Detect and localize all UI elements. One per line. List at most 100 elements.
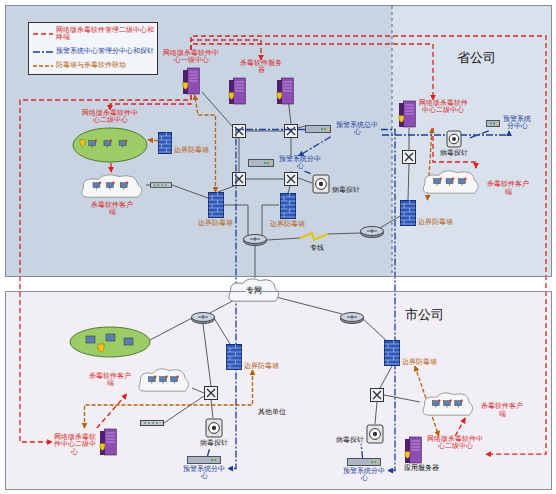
node-body: 杀毒软件服务器 (228, 60, 294, 105)
device-label: 杀毒软件服务器 (237, 60, 285, 75)
pc-stand (461, 184, 462, 186)
brick-line (280, 209, 295, 210)
agent-dot (449, 399, 451, 401)
device-node: 网络版杀毒软件中心二级中心 (52, 428, 117, 456)
connector (208, 448, 210, 457)
region-label: 省公司 (455, 50, 498, 66)
device-label: 网络版杀毒软件中心二级中心 (424, 436, 486, 451)
brick-line (217, 208, 218, 212)
pc-stand (151, 382, 152, 384)
cloud-shape (229, 279, 279, 301)
device-node: 边界防毒墙 (400, 200, 453, 226)
server-icon (404, 436, 422, 464)
network-cloud: 专网 (226, 276, 282, 304)
device-led (371, 461, 373, 463)
brick-line (227, 360, 242, 361)
device-node: 网络版杀毒软件中心一级中心 (162, 50, 220, 95)
device-led (377, 461, 379, 463)
brick-line (235, 360, 236, 364)
device-node: 预警系统总中心 (305, 122, 381, 137)
device-node: 边界防毒墙 (270, 193, 305, 228)
brick-line (283, 213, 284, 217)
legend-sample (33, 48, 53, 56)
device-label: 网络版杀毒软件中心一级中心 (162, 50, 220, 65)
wire (298, 126, 305, 128)
device-node: 杀毒软件客户端 (86, 366, 192, 394)
pc-stand (107, 146, 108, 148)
pc-screen (104, 141, 111, 146)
server-slot (106, 436, 115, 437)
wire (218, 186, 234, 192)
brick-line (388, 360, 389, 364)
switch-icon (233, 125, 246, 138)
agent-dot (154, 375, 156, 377)
device-node: 杀毒软件客户端 (420, 390, 526, 418)
brick-line (393, 356, 394, 360)
brick-line (211, 196, 212, 200)
server-slot (106, 442, 115, 443)
node-body: 杀毒软件客户端 (78, 172, 146, 217)
device-led (490, 123, 492, 125)
agent-dot (99, 181, 101, 183)
device-label: 病毒探针 (332, 187, 360, 194)
server-slot (283, 84, 292, 85)
connector (304, 171, 312, 174)
device-node: 预警系统分中心 (180, 456, 228, 481)
server-front (409, 437, 421, 463)
brick-line (409, 216, 410, 220)
brick-line (385, 364, 400, 365)
device-label: 预警系统总中心 (333, 122, 381, 137)
pc-stand (447, 406, 448, 408)
device-led (264, 163, 266, 165)
brick-line (404, 204, 405, 208)
brick-line (208, 204, 223, 205)
pc-screen (160, 377, 167, 382)
brick-line (385, 352, 400, 353)
wire (239, 138, 240, 172)
server-slot (189, 74, 198, 75)
agent-dot (452, 177, 454, 179)
note-label: 专线 (310, 244, 324, 252)
connector (195, 95, 216, 192)
device-led (321, 129, 323, 131)
connector (191, 44, 433, 100)
server-front (281, 78, 293, 104)
server-slot (411, 450, 420, 451)
device-node: 边界防毒墙 (158, 132, 209, 154)
legend-item: 预警系统中心管理分中心和探针 (33, 48, 153, 56)
cloud-icon (136, 366, 192, 394)
brick-line (404, 212, 405, 216)
probe-icon (446, 130, 462, 148)
server-slot (189, 80, 198, 81)
device-node: 预警系统分中心 (340, 458, 388, 483)
wire (409, 128, 410, 150)
brick-line (159, 140, 172, 141)
firewall-body (227, 345, 242, 370)
agent-dot (95, 139, 97, 141)
device-node: 网络版杀毒软件中心二级中心 (72, 110, 148, 163)
firewall-body (401, 201, 416, 226)
shield (399, 115, 404, 122)
device-led (214, 459, 216, 461)
brick-line (409, 208, 410, 212)
server-front (233, 78, 245, 104)
device-label: 病毒探针 (336, 437, 364, 444)
agent-dot (464, 177, 466, 179)
probe-icon (312, 174, 330, 194)
lightning-bolt (300, 233, 328, 240)
legend-box: 网络版杀毒软件管理二级中心和终端预警系统中心管理分中心和探针防毒墙与杀毒软件联动 (28, 22, 158, 75)
wire (384, 395, 420, 402)
probe-icon (366, 424, 384, 444)
device-body (348, 459, 381, 466)
device-label: 病毒探针 (440, 150, 468, 157)
brick-line (166, 132, 167, 136)
brick-line (161, 136, 162, 140)
brick-line (166, 148, 167, 152)
hub-icon (141, 421, 164, 426)
brick-line (280, 205, 295, 206)
server-slot (405, 111, 414, 112)
pc-screen (93, 183, 100, 188)
brick-line (401, 208, 416, 209)
brick-line (283, 197, 284, 201)
device-label: 杀毒软件客户端 (88, 202, 136, 217)
